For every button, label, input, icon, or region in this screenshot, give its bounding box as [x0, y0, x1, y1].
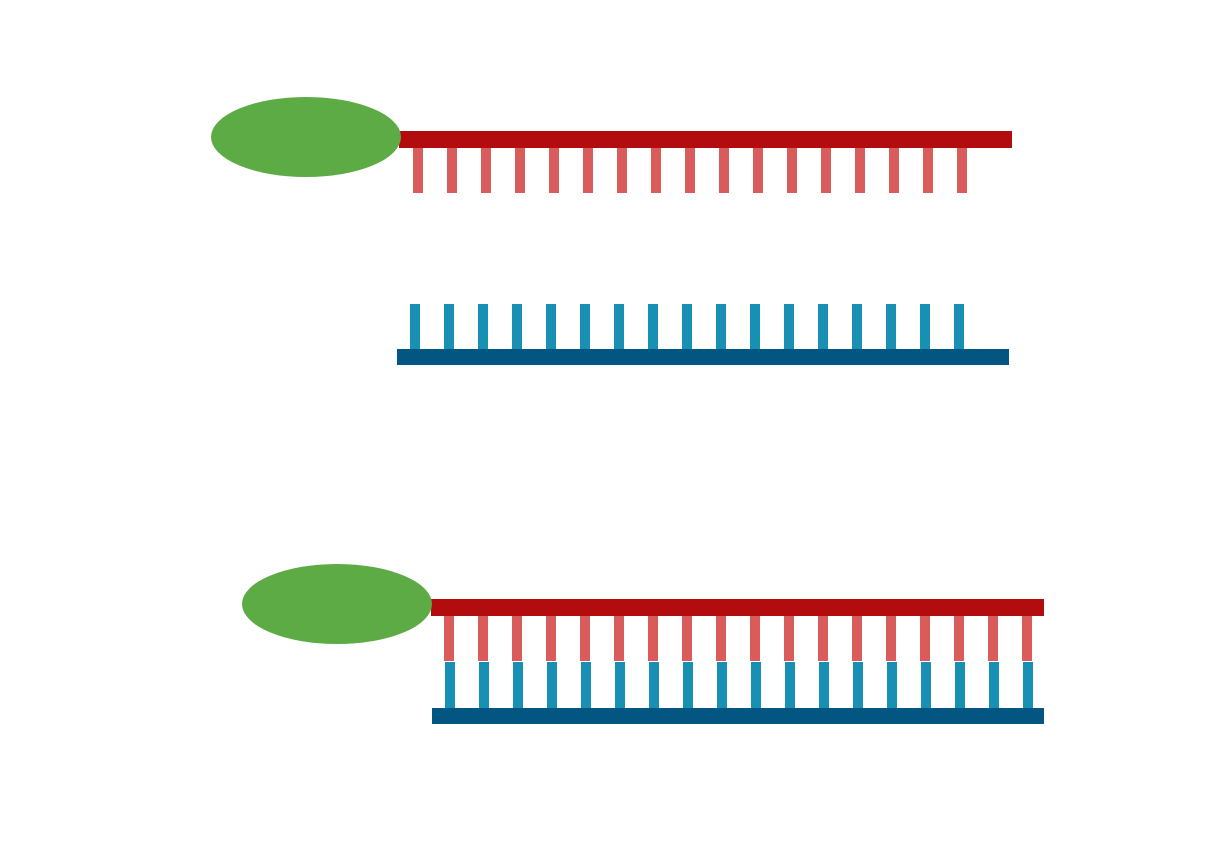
target-base: [750, 304, 760, 350]
duplex-probe-label-blob: [242, 564, 432, 644]
target-base: [716, 304, 726, 350]
target-base: [614, 304, 624, 350]
target-base: [478, 304, 488, 350]
target-backbone: [397, 349, 1009, 365]
probe-base: [447, 147, 457, 193]
target-base: [546, 304, 556, 350]
target-base: [852, 304, 862, 350]
duplex-target-bases: [445, 662, 1033, 708]
duplex-target-base: [921, 662, 931, 708]
duplex-probe-base: [648, 615, 658, 661]
probe-base: [481, 147, 491, 193]
duplex-target-base: [615, 662, 625, 708]
duplex-target-base: [955, 662, 965, 708]
target-base: [410, 304, 420, 350]
probe-base: [549, 147, 559, 193]
duplex-probe-base: [682, 615, 692, 661]
duplex-target-base: [445, 662, 455, 708]
target-base: [818, 304, 828, 350]
probe-label-blob: [211, 97, 401, 177]
duplex-target-backbone: [432, 708, 1044, 724]
duplex-probe-base: [614, 615, 624, 661]
probe-backbone: [399, 131, 1012, 148]
labeled-probe-strand: [211, 97, 1012, 193]
duplex-probe-base: [512, 615, 522, 661]
duplex-probe-base: [444, 615, 454, 661]
duplex-probe-base: [818, 615, 828, 661]
probe-base: [515, 147, 525, 193]
target-base: [444, 304, 454, 350]
target-bases: [410, 304, 964, 350]
duplex-probe-base: [954, 615, 964, 661]
target-base: [512, 304, 522, 350]
hybridized-duplex: [242, 564, 1044, 724]
duplex-target-base: [785, 662, 795, 708]
duplex-probe-base: [784, 615, 794, 661]
probe-base: [787, 147, 797, 193]
duplex-target-base: [853, 662, 863, 708]
duplex-probe-base: [886, 615, 896, 661]
duplex-target-base: [683, 662, 693, 708]
target-base: [682, 304, 692, 350]
probe-base: [617, 147, 627, 193]
probe-base: [413, 147, 423, 193]
target-strand: [397, 304, 1009, 365]
duplex-probe-base: [1022, 615, 1032, 661]
duplex-target-base: [717, 662, 727, 708]
duplex-probe-base: [546, 615, 556, 661]
target-base: [784, 304, 794, 350]
probe-base: [753, 147, 763, 193]
duplex-probe-base: [716, 615, 726, 661]
probe-bases: [413, 147, 967, 193]
probe-base: [583, 147, 593, 193]
duplex-probe-bases: [444, 615, 1032, 661]
probe-base: [719, 147, 729, 193]
duplex-probe-base: [478, 615, 488, 661]
probe-base: [651, 147, 661, 193]
duplex-probe-base: [920, 615, 930, 661]
duplex-target-base: [513, 662, 523, 708]
duplex-probe-base: [580, 615, 590, 661]
duplex-target-base: [649, 662, 659, 708]
probe-base: [957, 147, 967, 193]
duplex-target-base: [989, 662, 999, 708]
probe-base: [923, 147, 933, 193]
duplex-target-base: [479, 662, 489, 708]
duplex-target-base: [819, 662, 829, 708]
target-base: [580, 304, 590, 350]
probe-base: [855, 147, 865, 193]
duplex-probe-base: [988, 615, 998, 661]
duplex-probe-base: [852, 615, 862, 661]
duplex-target-base: [547, 662, 557, 708]
target-base: [954, 304, 964, 350]
target-base: [920, 304, 930, 350]
target-base: [886, 304, 896, 350]
probe-base: [821, 147, 831, 193]
duplex-target-base: [751, 662, 761, 708]
duplex-probe-backbone: [431, 599, 1044, 616]
probe-base: [685, 147, 695, 193]
duplex-target-base: [581, 662, 591, 708]
target-base: [648, 304, 658, 350]
probe-base: [889, 147, 899, 193]
duplex-target-base: [1023, 662, 1033, 708]
duplex-probe-base: [750, 615, 760, 661]
duplex-target-base: [887, 662, 897, 708]
